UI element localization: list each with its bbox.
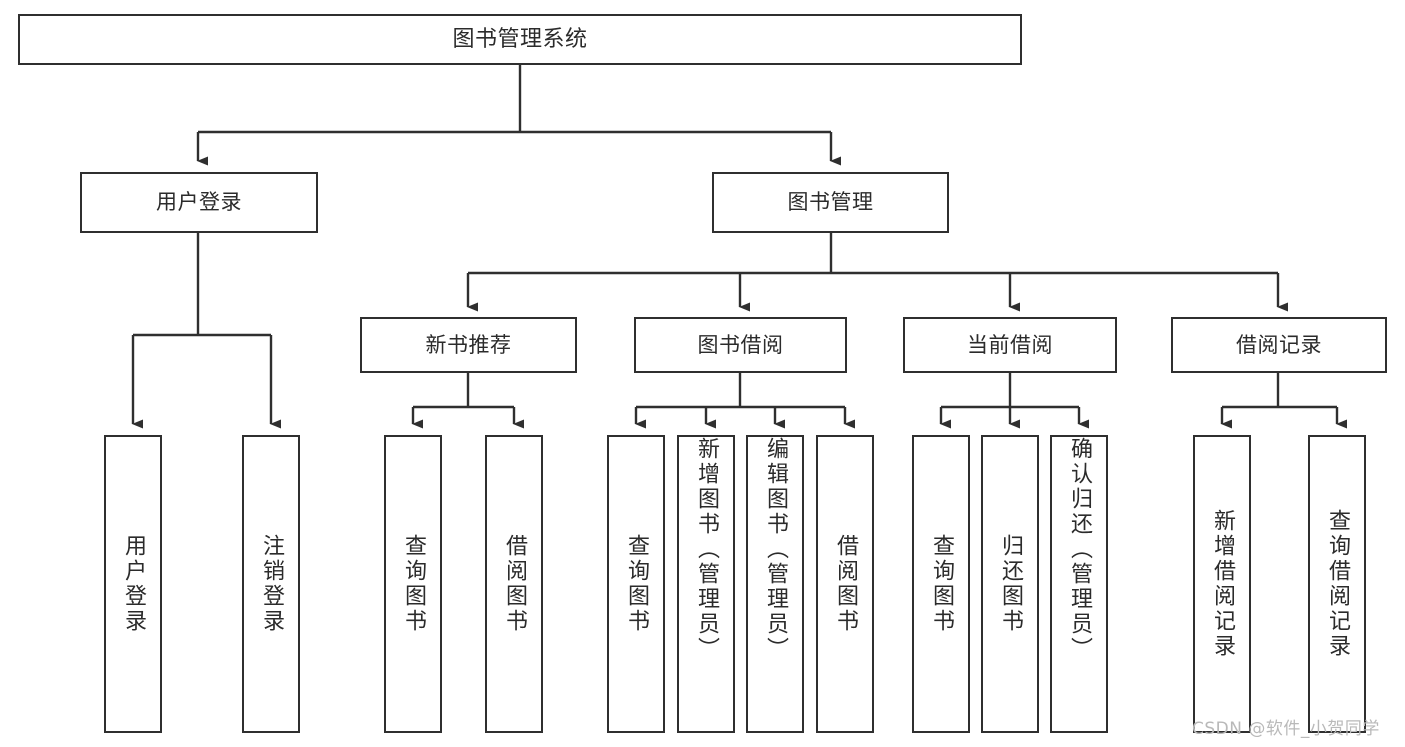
current-borrow-to-leaves-connectors <box>939 373 1089 429</box>
node-leaf-borrow-book[interactable]: 借阅图书 <box>816 435 874 733</box>
node-book-management[interactable]: 图书管理 <box>712 172 949 233</box>
root-to-level2-connectors <box>196 65 841 166</box>
node-label: 用户登录 <box>121 534 146 634</box>
node-label: 借阅记录 <box>1236 332 1322 357</box>
node-label: 查询图书 <box>929 534 954 634</box>
node-label: 图书管理 <box>787 190 874 215</box>
node-label: 图书借阅 <box>697 332 784 357</box>
node-user-login[interactable]: 用户登录 <box>80 172 318 233</box>
node-leaf-edit-book-admin[interactable]: 编辑图书（管理员） <box>746 435 804 733</box>
book-mgmt-to-level3-connectors <box>466 233 1288 312</box>
node-leaf-confirm-return-admin[interactable]: 确认归还（管理员） <box>1050 435 1108 733</box>
new-book-to-leaves-connectors <box>411 373 524 429</box>
node-label: 注销登录 <box>259 534 284 634</box>
node-current-borrow[interactable]: 当前借阅 <box>903 317 1117 373</box>
node-label: 新增借阅记录 <box>1210 509 1235 659</box>
node-root-book-management-system[interactable]: 图书管理系统 <box>18 14 1022 65</box>
node-label: 新书推荐 <box>425 332 512 357</box>
node-leaf-return-book[interactable]: 归还图书 <box>981 435 1039 733</box>
node-label: 当前借阅 <box>967 332 1053 357</box>
node-label: 查询图书 <box>624 534 649 634</box>
node-label: 查询借阅记录 <box>1325 509 1350 659</box>
node-leaf-query-borrow-record[interactable]: 查询借阅记录 <box>1308 435 1366 733</box>
node-label: 归还图书 <box>998 534 1023 634</box>
node-label: 借阅图书 <box>502 534 527 634</box>
borrow-record-to-leaves-connectors <box>1220 373 1347 429</box>
node-leaf-add-book-admin[interactable]: 新增图书（管理员） <box>677 435 735 733</box>
node-new-book-recommend[interactable]: 新书推荐 <box>360 317 577 373</box>
node-label: 查询图书 <box>401 534 426 634</box>
node-leaf-query-book-current[interactable]: 查询图书 <box>912 435 970 733</box>
node-leaf-query-book-new[interactable]: 查询图书 <box>384 435 442 733</box>
node-label: 用户登录 <box>156 190 242 215</box>
node-label: 编辑图书（管理员） <box>763 437 788 662</box>
node-label: 新增图书（管理员） <box>694 437 719 662</box>
node-leaf-add-borrow-record[interactable]: 新增借阅记录 <box>1193 435 1251 733</box>
node-leaf-borrow-book-new[interactable]: 借阅图书 <box>485 435 543 733</box>
borrow-book-to-leaves-connectors <box>634 373 855 429</box>
node-label: 借阅图书 <box>833 534 858 634</box>
user-login-to-leaves-connectors <box>131 233 281 429</box>
node-label: 图书管理系统 <box>452 26 588 52</box>
node-borrow-record[interactable]: 借阅记录 <box>1171 317 1387 373</box>
node-leaf-logout[interactable]: 注销登录 <box>242 435 300 733</box>
node-leaf-query-book-borrow[interactable]: 查询图书 <box>607 435 665 733</box>
node-book-borrow[interactable]: 图书借阅 <box>634 317 847 373</box>
node-leaf-user-login[interactable]: 用户登录 <box>104 435 162 733</box>
node-label: 确认归还（管理员） <box>1067 437 1092 662</box>
